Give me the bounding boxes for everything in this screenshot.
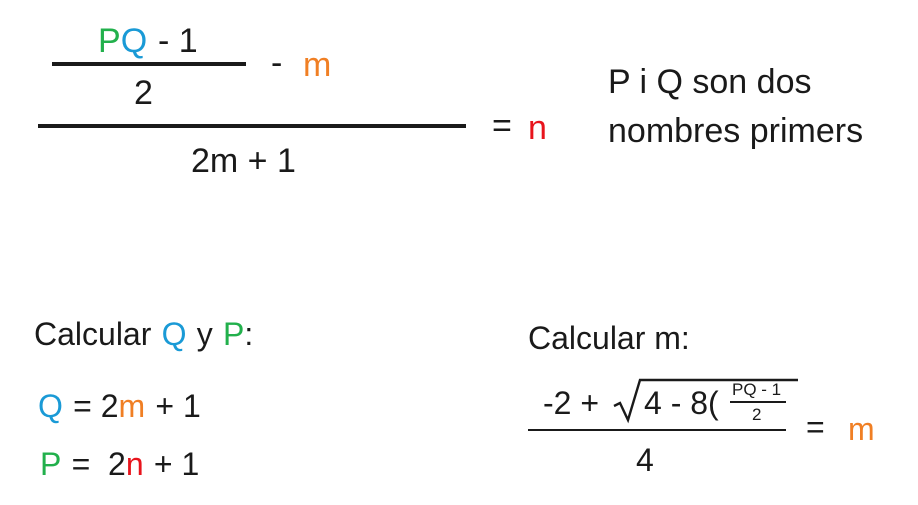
equation-p-rest: + 1 — [153, 446, 200, 482]
radicand: 4 - 8( — [644, 385, 719, 421]
inner-numerator-rest: - 1 — [158, 22, 198, 60]
calc-qp-prefix: Calcular — [34, 316, 152, 352]
inner-numerator: PQ - 1 — [98, 24, 198, 58]
calc-qp-y: y — [196, 316, 213, 352]
var-q: Q — [120, 22, 148, 60]
calc-m-fraction-bar — [528, 429, 786, 431]
calc-m-equals: = — [806, 409, 825, 445]
var-n: n — [125, 446, 144, 482]
numerator-prefix: -2 + — [543, 385, 600, 421]
sqrt-icon — [613, 378, 798, 424]
small-numerator: PQ - 1 — [732, 380, 782, 399]
equation-p-mid: = 2 — [71, 446, 126, 482]
inner-denominator: 2 — [134, 74, 153, 112]
var-p: P — [222, 316, 245, 352]
equation-q-rest: + 1 — [155, 388, 201, 424]
equation-q: Q = 2m+ 1 — [38, 390, 201, 422]
small-fraction-bar — [730, 401, 786, 403]
calc-m-title: Calcular m: — [528, 320, 690, 356]
var-m: m — [848, 411, 875, 447]
equation-q-mid: = 2 — [73, 388, 119, 424]
var-q: Q — [161, 316, 187, 352]
statement-line-2: nombres primers — [608, 112, 864, 150]
small-denominator: 2 — [752, 405, 762, 424]
equals-sign: = — [492, 107, 512, 145]
inner-fraction-bar — [52, 62, 246, 66]
main-denominator: 2m + 1 — [191, 142, 296, 180]
main-fraction-bar — [38, 124, 466, 128]
calc-qp-colon: : — [244, 316, 254, 352]
var-p: P — [98, 22, 121, 60]
statement-line-1: P i Q son dos — [608, 63, 812, 101]
var-p: P — [40, 446, 62, 482]
minus-sign: - — [271, 44, 283, 82]
equation-p: P= 2n+ 1 — [40, 448, 199, 480]
calc-m-denominator: 4 — [636, 442, 654, 478]
var-q: Q — [38, 388, 63, 424]
var-n: n — [528, 109, 547, 147]
var-m: m — [303, 46, 332, 84]
var-m: m — [118, 388, 146, 424]
